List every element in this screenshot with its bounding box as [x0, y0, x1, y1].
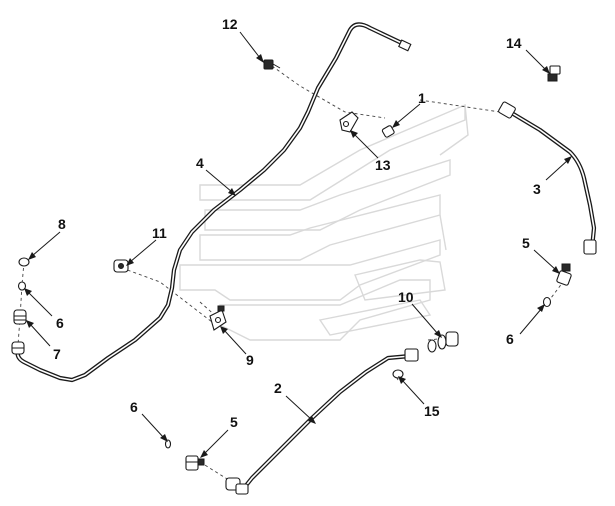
bracket-9	[209, 305, 227, 331]
callout-11: 11	[152, 225, 167, 241]
clip-14	[547, 65, 561, 82]
oring-15	[392, 369, 404, 379]
fitting-pipe2-end	[225, 477, 249, 495]
washer-6-left	[17, 281, 27, 291]
washer-6-lower	[164, 439, 172, 449]
oring-8	[18, 257, 30, 267]
leader-lines	[24, 31, 572, 458]
callout-6-left: 6	[56, 315, 64, 331]
callout-9: 9	[246, 352, 254, 368]
callout-5-right: 5	[522, 235, 530, 251]
callout-5-lower: 5	[230, 414, 238, 430]
fitting-7	[11, 309, 27, 355]
callout-6-lower: 6	[130, 399, 138, 415]
callout-6-right: 6	[506, 331, 514, 347]
washer-6-right	[542, 296, 552, 308]
callout-1: 1	[418, 90, 426, 106]
pipe-3	[498, 101, 597, 255]
fitting-11	[113, 259, 129, 273]
nut-1	[381, 125, 395, 138]
callout-4: 4	[196, 155, 204, 171]
assembly-lines	[17, 65, 564, 483]
pipe-4	[15, 22, 412, 383]
fitting-10	[427, 331, 459, 353]
fitting-5-lower	[185, 455, 205, 471]
callout-14: 14	[506, 35, 522, 51]
callout-10: 10	[398, 289, 414, 305]
hardware-parts	[11, 59, 572, 495]
callout-12: 12	[222, 16, 238, 32]
callout-13: 13	[375, 157, 391, 173]
fitting-5-right	[556, 263, 572, 286]
callout-7: 7	[53, 346, 61, 362]
callout-15: 15	[424, 403, 440, 419]
pipe-2	[241, 348, 419, 491]
engine-block-outline	[179, 103, 469, 341]
bracket-13	[339, 111, 359, 133]
callout-3: 3	[533, 181, 541, 197]
callout-8: 8	[58, 216, 66, 232]
callout-2: 2	[274, 380, 282, 396]
bolt-12	[263, 59, 281, 70]
